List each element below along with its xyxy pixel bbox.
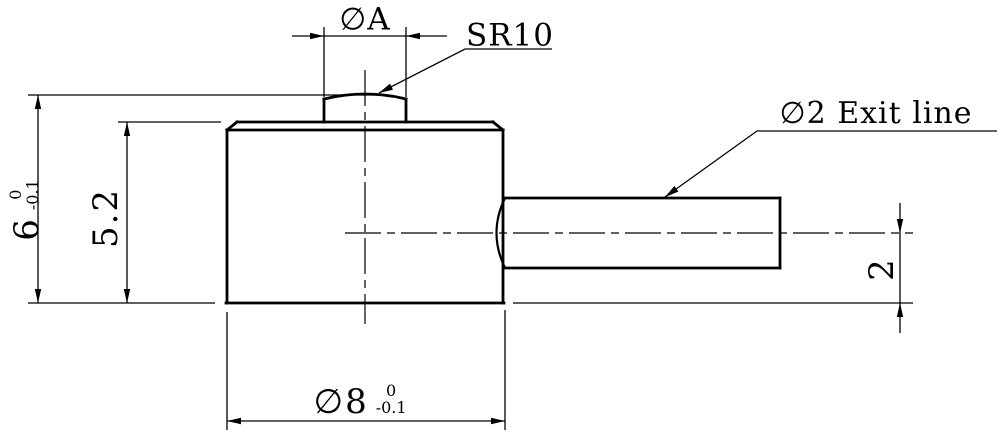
tolerance-lower: -0.1 [375, 398, 407, 417]
dim-2-arrow-top [896, 219, 904, 233]
tolerance-upper: 0 [386, 381, 397, 401]
dim-body-height [118, 121, 221, 303]
leader-sr10-line [378, 48, 552, 94]
dim-label-total-height: 6 0 -0.1 [6, 179, 47, 241]
callout-label-sr10: SR10 [465, 17, 555, 54]
dim-8-arrow-left [227, 417, 241, 425]
leader-sr10 [378, 48, 552, 94]
dim-tolerance-8: 0 -0.1 [375, 381, 407, 417]
dim-6-arrow-bottom [34, 289, 42, 303]
dim-2-arrow-bottom [896, 303, 904, 317]
leader-exit-arrow [665, 186, 679, 197]
dim-dia-a [292, 27, 447, 97]
dim-total-height [28, 94, 380, 304]
body-top-left-chamfer [225, 120, 239, 132]
dim-tolerance-6: 0 -0.1 [6, 179, 42, 211]
leader-exit-line-path [664, 130, 997, 198]
body-top-right-chamfer [491, 120, 505, 132]
dim-dia-a-arrow-left [310, 32, 324, 40]
dim-8-arrow-right [491, 417, 505, 425]
dim-5-2-arrow-top [123, 122, 131, 136]
dim-label-body-dia: ∅8 0 -0.1 [313, 381, 407, 422]
leader-exit-line [664, 130, 997, 198]
dim-value-8: ∅8 [313, 382, 369, 422]
tolerance-lower: -0.1 [23, 179, 42, 211]
cable-root-arc [495, 197, 506, 269]
dim-value-6: 6 [7, 217, 47, 241]
dim-label-cable-axis-height: 2 [862, 257, 902, 281]
dim-body-dia [226, 310, 506, 430]
callout-label-exit-line: ∅2 Exit line [779, 96, 973, 131]
leader-sr10-arrow [379, 83, 393, 93]
dim-dia-a-arrow-right [406, 32, 420, 40]
dim-label-body-height: 5.2 [86, 187, 126, 249]
dim-cable-axis-height [513, 203, 913, 333]
dim-5-2-arrow-bottom [123, 289, 131, 303]
dim-6-arrow-top [34, 95, 42, 109]
dim-label-dia-a: ∅A [339, 1, 391, 38]
